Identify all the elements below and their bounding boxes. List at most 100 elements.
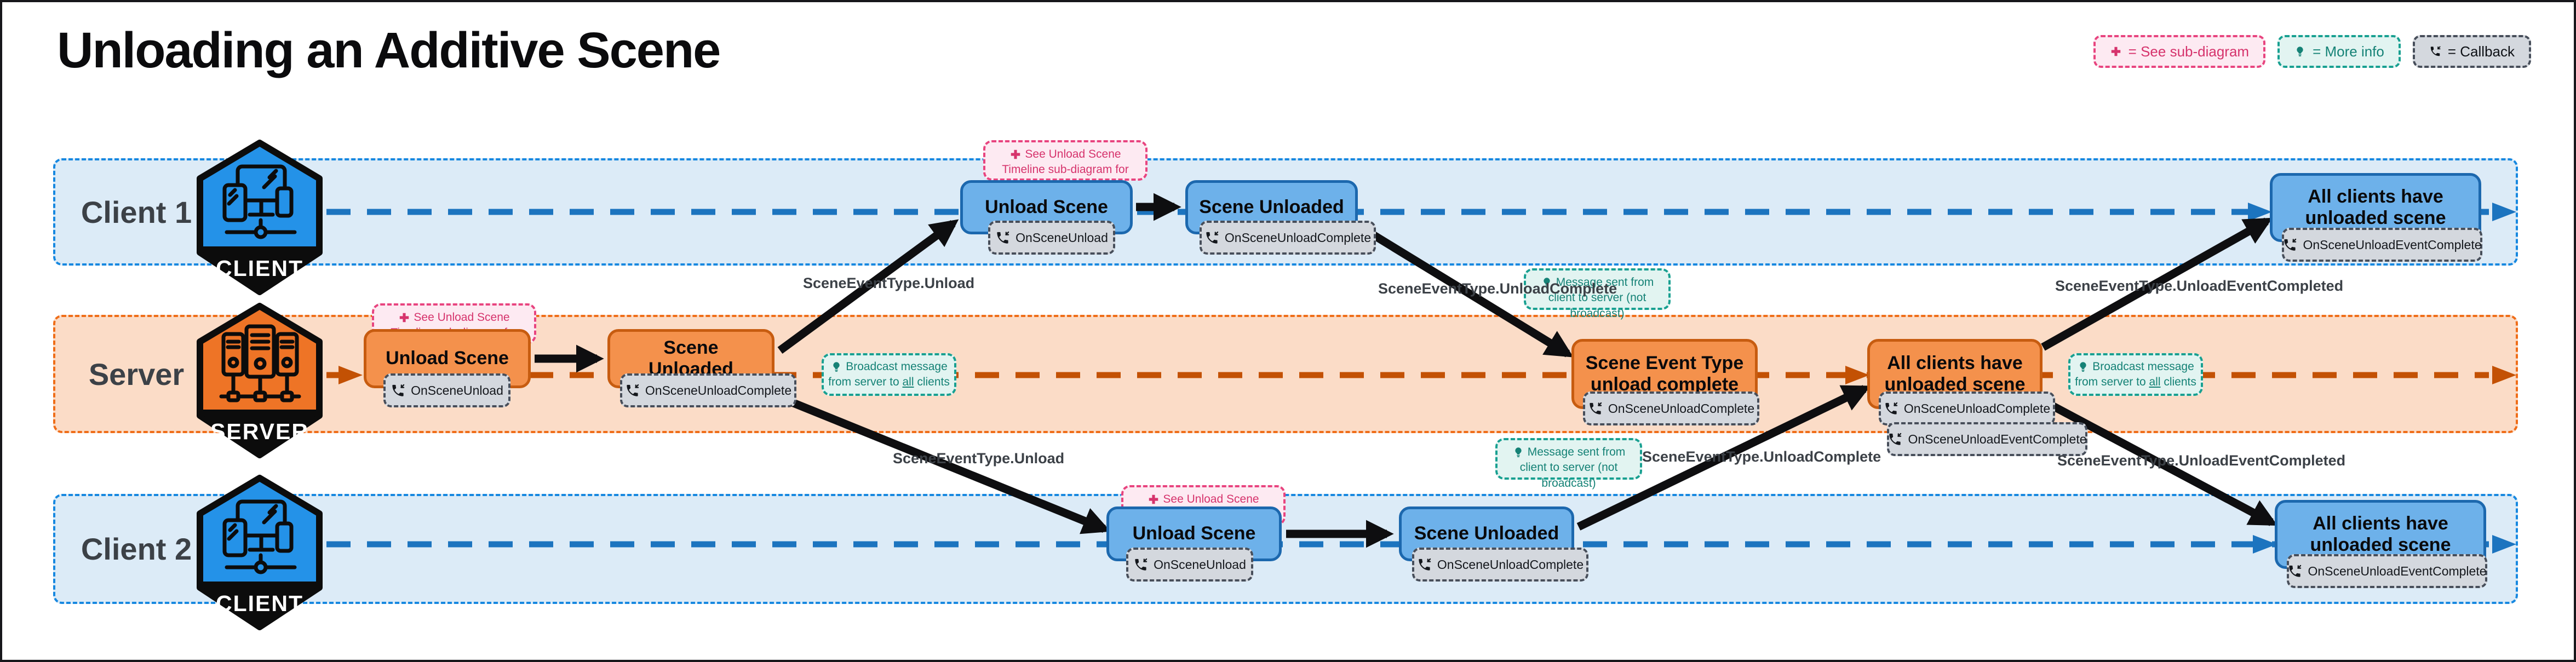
node-label: Scene Unloaded <box>1414 523 1559 544</box>
client2-badge-label: CLIENT <box>216 591 303 616</box>
node-label: Scene Event Type unload complete <box>1585 352 1744 395</box>
note-text: clients <box>914 376 950 388</box>
note-text-underlined: all <box>902 376 914 388</box>
server-broadcast-note-1: Broadcast message from server to all cli… <box>822 353 956 396</box>
edge-label-client1-unload-event-completed: SceneEventType.UnloadEventCompleted <box>2055 278 2344 294</box>
bulb-icon <box>1544 278 1550 287</box>
phone-callback-icon <box>392 384 405 396</box>
note-text: Broadcast message <box>846 360 948 373</box>
client1-subdiagram-note: See Unload Scene Timeline sub-diagram fo… <box>983 140 1148 192</box>
server-badge-label: SERVER <box>210 419 309 444</box>
note-text-underlined: all <box>2149 376 2161 388</box>
note-text: Message sent from client to server (not … <box>1519 446 1626 490</box>
bulb-icon <box>833 361 840 372</box>
node-label: Unload Scene <box>386 348 509 369</box>
callback-label: OnSceneUnload <box>1016 230 1108 245</box>
node-label: Scene Unloaded <box>1199 196 1344 217</box>
note-text: Broadcast message <box>2092 360 2194 373</box>
server-racks-icon <box>219 324 301 402</box>
phone-callback-icon <box>2289 565 2302 577</box>
client1-to-server-unloadcomplete-arrow <box>1359 224 1574 358</box>
bulb-icon <box>2297 47 2303 56</box>
edge-label-client2-unload: SceneEventType.Unload <box>893 450 1065 467</box>
note-text: clients <box>2160 376 2196 388</box>
server-to-client1-unload-arrow <box>777 219 959 354</box>
server-start-arrowhead <box>339 366 363 384</box>
callback-client2-onsceneunload: OnSceneUnload <box>1126 548 1253 582</box>
client1-lane-label: Client 1 <box>81 194 192 229</box>
phone-callback-icon <box>1885 402 1898 415</box>
callback-client2-onsceneunloadcomplete: OnSceneUnloadComplete <box>1412 548 1588 582</box>
callback-label: OnSceneUnload <box>1154 557 1246 572</box>
client1-end-arrowhead <box>2492 203 2516 221</box>
legend-callback: = Callback <box>2412 35 2531 68</box>
server-to-client2-eventcompleted-arrow <box>2041 397 2278 526</box>
phone-callback-icon <box>1135 558 1148 571</box>
callback-client1-onsceneunload: OnSceneUnload <box>988 221 1115 255</box>
callback-label: OnSceneUnloadComplete <box>1437 557 1584 572</box>
plus-icon <box>400 313 409 323</box>
phone-callback-icon <box>2430 46 2441 56</box>
edge-label-client2-unload-event-completed: SceneEventType.UnloadEventCompleted <box>2057 452 2346 469</box>
phone-callback-icon <box>627 384 639 396</box>
client2-message-to-server-note: Message sent from client to server (not … <box>1495 438 1642 490</box>
server-end-arrowhead <box>2492 366 2516 384</box>
callback-client2-onsceneunloadeventcomplete: OnSceneUnloadEventComplete <box>2287 554 2487 588</box>
edge-label-client1-unload: SceneEventType.Unload <box>803 275 975 291</box>
callback-label: OnSceneUnloadComplete <box>1224 230 1372 245</box>
plus-icon <box>1011 149 1020 159</box>
client1-badge-label: CLIENT <box>216 256 303 281</box>
callback-server-onsceneunload: OnSceneUnload <box>383 373 510 407</box>
phone-callback-icon <box>1206 231 1219 244</box>
client2-hexagon-badge: CLIENT <box>197 475 323 630</box>
node-client2-all-clients-unloaded: All clients have unloaded scene <box>2275 500 2486 569</box>
callback-label: OnSceneUnloadComplete <box>1608 401 1755 416</box>
bulb-icon <box>2080 361 2086 372</box>
callback-label: OnSceneUnloadComplete <box>645 383 792 398</box>
callback-server-all-onsceneunloadcomplete: OnSceneUnloadComplete <box>1879 392 2055 425</box>
node-label: Unload Scene <box>1132 523 1256 544</box>
client2-allclients-arrowhead <box>2253 535 2277 554</box>
callback-client1-onsceneunloadeventcomplete: OnSceneUnloadEventComplete <box>2282 228 2482 262</box>
page-title: Unloading an Additive Scene <box>57 22 721 78</box>
server-hexagon-badge: SERVER <box>197 303 323 458</box>
callback-label: OnSceneUnloadComplete <box>1903 401 2051 416</box>
node-label: Unload Scene <box>985 196 1108 217</box>
phone-callback-icon <box>1889 433 1902 445</box>
note-text: Message sent from client to server (not … <box>1548 276 1654 320</box>
legend-callback-label: = Callback <box>2447 43 2515 60</box>
client2-lane-label: Client 2 <box>81 532 192 566</box>
note-text: from server to <box>2075 376 2149 388</box>
callback-label: OnSceneUnloadEventComplete <box>1908 431 2087 446</box>
server-to-client1-eventcompleted-arrow <box>2041 217 2273 351</box>
legend-more-info: = More info <box>2277 35 2401 68</box>
client1-message-to-server-note: Message sent from client to server (not … <box>1524 268 1671 320</box>
callback-server-event-onsceneunloadcomplete: OnSceneUnloadComplete <box>1583 392 1759 425</box>
node-label: All clients have unloaded scene <box>2310 513 2451 555</box>
callback-label: OnSceneUnloadEventComplete <box>2303 237 2482 252</box>
node-label: All clients have unloaded scene <box>1884 352 2026 395</box>
phone-callback-icon <box>1419 558 1431 571</box>
server-to-client2-unload-arrow <box>778 394 1111 534</box>
client1-allclients-arrowhead <box>2248 203 2272 221</box>
legend-more-info-label: = More info <box>2313 43 2384 60</box>
node-label: All clients have unloaded scene <box>2305 186 2446 228</box>
note-text: from server to <box>828 376 903 388</box>
phone-callback-icon <box>1590 402 1602 415</box>
phone-callback-icon <box>2284 238 2297 251</box>
legend: = See sub-diagram = More info = Callback <box>2093 35 2531 68</box>
edge-label-client2-unload-complete: SceneEventType.UnloadComplete <box>1642 448 1881 465</box>
client2-lane <box>53 494 2518 604</box>
plus-icon <box>2111 47 2120 56</box>
client-devices-icon <box>222 499 297 574</box>
callback-server-onsceneunloadcomplete: OnSceneUnloadComplete <box>620 373 796 407</box>
plus-icon <box>1149 494 1158 504</box>
client2-to-server-unloadcomplete-arrow <box>1576 385 1871 531</box>
bulb-icon <box>1515 447 1522 457</box>
server-lane-label: Server <box>88 356 185 392</box>
server-allclients-arrowhead <box>1845 366 1869 384</box>
legend-sub-diagram-label: = See sub-diagram <box>2128 43 2250 60</box>
callback-client1-onsceneunloadcomplete: OnSceneUnloadComplete <box>1200 221 1376 255</box>
client2-end-arrowhead <box>2492 535 2516 554</box>
